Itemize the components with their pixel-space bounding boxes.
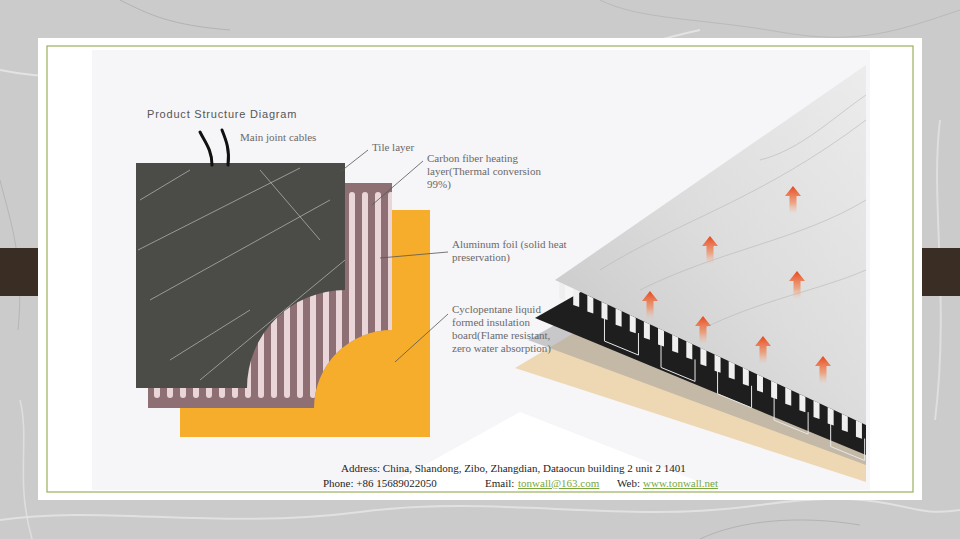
slab-vein — [640, 200, 866, 290]
contact-label: Email: — [485, 477, 514, 490]
tile-slab — [555, 65, 866, 425]
heating-stripe — [362, 192, 368, 398]
leader-line — [395, 314, 448, 362]
tile-vein — [260, 170, 320, 240]
heating-strip — [842, 414, 848, 432]
cable — [200, 132, 212, 165]
slab-vein — [600, 120, 866, 270]
tile-vein — [170, 310, 250, 360]
leader-line — [372, 161, 423, 205]
contact-phone: Phone: +86 15689022050 — [323, 477, 437, 490]
heat-arrows — [642, 186, 831, 384]
part-label: Main joint cables — [240, 131, 316, 144]
heating-stripe — [349, 192, 355, 398]
diagram-title: Product Structure Diagram — [147, 108, 297, 121]
tile-vein — [140, 170, 190, 200]
marble-vein — [120, 0, 230, 30]
heat-arrow — [785, 186, 801, 214]
slab-veins — [600, 95, 866, 330]
strip-loop — [718, 371, 752, 408]
heating-strip — [573, 288, 579, 306]
marble-vein — [0, 499, 960, 520]
marble-vein — [700, 520, 860, 539]
strip-loop — [661, 344, 695, 381]
contact-email: tonwall@163.com — [518, 477, 599, 490]
tile-vein — [138, 168, 300, 250]
part-label: Cyclopentane liquid formed insulation bo… — [452, 303, 564, 355]
inner-panel — [92, 50, 870, 490]
heating-strip — [686, 341, 692, 359]
heating-strip — [601, 302, 607, 320]
contact-label: Web: — [617, 477, 640, 490]
heating-strip — [799, 394, 805, 412]
heat-arrow — [789, 271, 805, 299]
heating-strip — [616, 308, 622, 326]
tile-layer — [136, 163, 345, 388]
part-label: Tile layer — [372, 141, 414, 154]
slide-card — [38, 38, 922, 500]
heating-strip — [743, 368, 749, 386]
leader-line — [380, 252, 448, 258]
cable — [222, 130, 229, 165]
heating-strip — [587, 295, 593, 313]
heat-arrow — [815, 356, 831, 384]
contact-web: www.tonwall.net — [643, 477, 718, 490]
heat-arrow — [755, 336, 771, 364]
leader-line — [340, 150, 368, 172]
strip-loop — [831, 424, 865, 461]
heating-strip — [715, 354, 721, 372]
heating-stripe — [388, 192, 394, 398]
card-border — [47, 46, 913, 492]
heat-arrow — [695, 316, 711, 344]
heating-strip — [630, 315, 636, 333]
contact-address: Address: China, Shandong, Zibo, Zhangdia… — [341, 462, 686, 475]
heating-strip — [658, 328, 664, 346]
heating-stripe — [375, 192, 381, 398]
heating-strip — [700, 348, 706, 366]
tile-vein — [150, 200, 330, 300]
heating-strip — [644, 321, 650, 339]
part-label: Carbon fiber heating layer(Thermal conve… — [427, 152, 562, 191]
tile-veins — [138, 168, 345, 380]
part-label: Aluminum foil (solid heat preservation) — [452, 238, 577, 264]
strip-loop — [774, 397, 808, 434]
heating-strip — [814, 401, 820, 419]
heating-strip — [856, 420, 862, 438]
heating-strip — [757, 374, 763, 392]
strip-loop — [604, 318, 638, 355]
heating-strip — [729, 361, 735, 379]
slab-vein — [700, 270, 866, 330]
marble-vein — [600, 0, 960, 37]
heating-strip — [785, 387, 791, 405]
tile-vein — [200, 260, 345, 380]
heating-strip — [828, 407, 834, 425]
marble-vein — [20, 400, 32, 539]
heating-strip — [672, 335, 678, 353]
heating-strip — [771, 381, 777, 399]
heat-arrow — [642, 291, 658, 319]
heating-strip — [559, 282, 565, 300]
heat-arrow — [702, 236, 718, 264]
slab-vein — [760, 95, 866, 160]
